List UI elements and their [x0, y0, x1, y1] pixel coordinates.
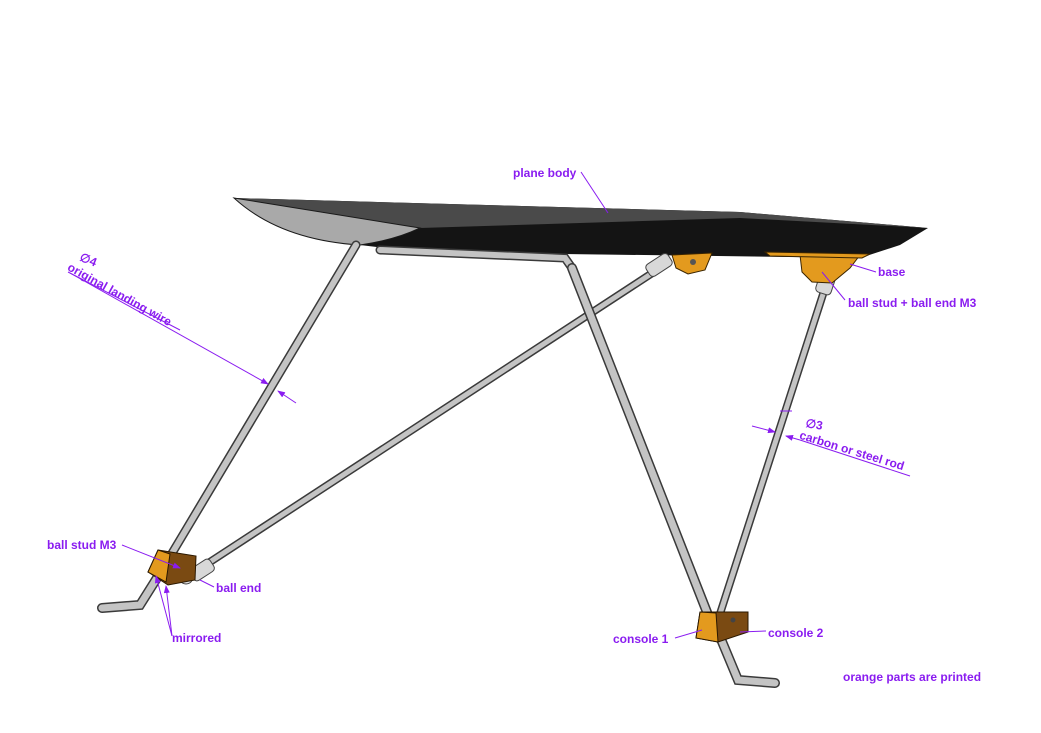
rods: [97, 240, 830, 688]
label-plane-body: plane body: [513, 166, 577, 180]
label-ball-stud-ball-end: ball stud + ball end M3: [848, 296, 977, 310]
printed-rear-base: [763, 251, 871, 284]
label-console-2: console 2: [768, 626, 824, 640]
printed-rear-console: [695, 611, 749, 643]
label-ball-stud-m3: ball stud M3: [47, 538, 117, 552]
ball-end-front-base: [645, 253, 673, 277]
label-console-1: console 1: [613, 632, 669, 646]
label-mirrored: mirrored: [172, 631, 222, 645]
printed-front-base: [671, 252, 713, 275]
label-ball-end: ball end: [216, 581, 262, 595]
plane-body: [232, 197, 928, 258]
annotation-leaders: [67, 171, 911, 639]
note-orange-parts-printed: orange parts are printed: [843, 670, 982, 684]
label-base: base: [878, 265, 906, 279]
